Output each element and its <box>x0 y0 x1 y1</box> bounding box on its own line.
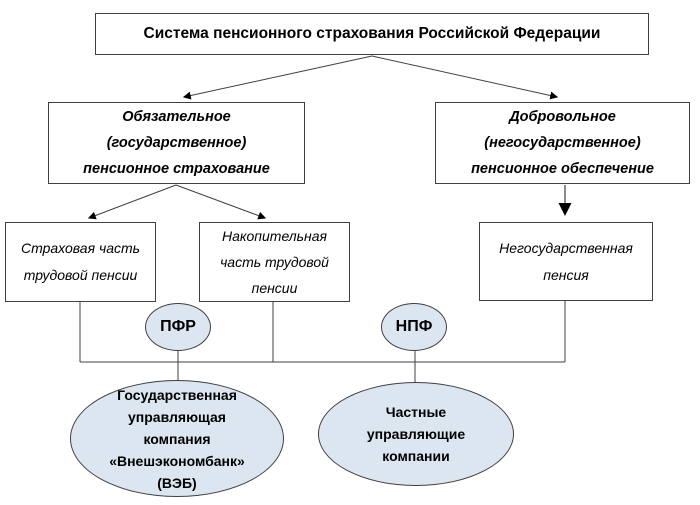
node-voluntary-provision: Добровольное (негосударственное) пенсион… <box>435 102 690 184</box>
arrow-mandatory-to-funded-part <box>175 184 267 220</box>
node-insurance-part: Страховая часть трудовой пенсии <box>5 222 156 302</box>
node-title: Система пенсионного страхования Российск… <box>95 13 649 55</box>
node-npf: НПФ <box>381 303 447 351</box>
node-funded-part: Накопительная часть трудовой пенсии <box>199 222 350 302</box>
node-mandatory-insurance: Обязательное (государственное) пенсионно… <box>48 102 305 184</box>
node-private-companies: Частные управляющие компании <box>318 382 514 486</box>
arrow-mandatory-to-insurance-part <box>87 184 177 220</box>
arrow-title-to-mandatory <box>182 55 373 100</box>
arrow-title-to-voluntary <box>371 55 559 100</box>
node-pfr: ПФР <box>145 303 211 351</box>
node-veb-company: Государственная управляющая компания «Вн… <box>70 380 284 497</box>
node-non-state-pension: Негосударственная пенсия <box>479 222 653 301</box>
